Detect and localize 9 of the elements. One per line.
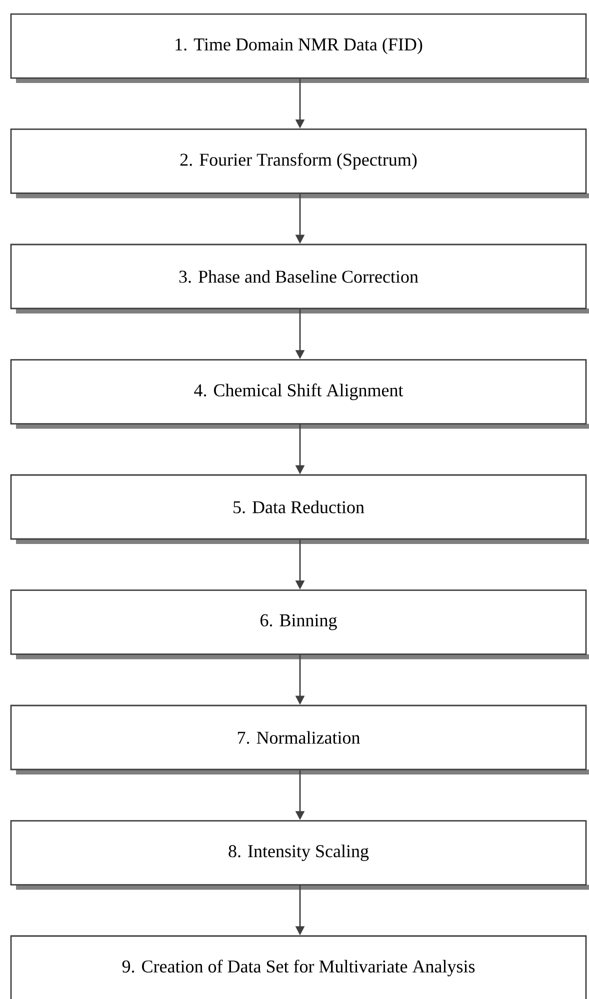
process-box: 5. Data Reduction [10,474,589,544]
process-box: 6. Binning [10,590,589,660]
process-box: 9. Creation of Data Set for Multivariate Analysis [10,935,587,999]
process-box: 7. Normalization [10,704,589,774]
process-box: 4. Chemical Shift Alignment [10,359,589,429]
process-box: 1. Time Domain NMR Data (FID) [10,13,589,83]
process-box: 2. Fourier Transform (Spectrum) [10,128,589,198]
process-box: 8. Intensity Scaling [10,820,589,890]
process-box: 3. Phase and Baseline Correction [10,244,589,314]
